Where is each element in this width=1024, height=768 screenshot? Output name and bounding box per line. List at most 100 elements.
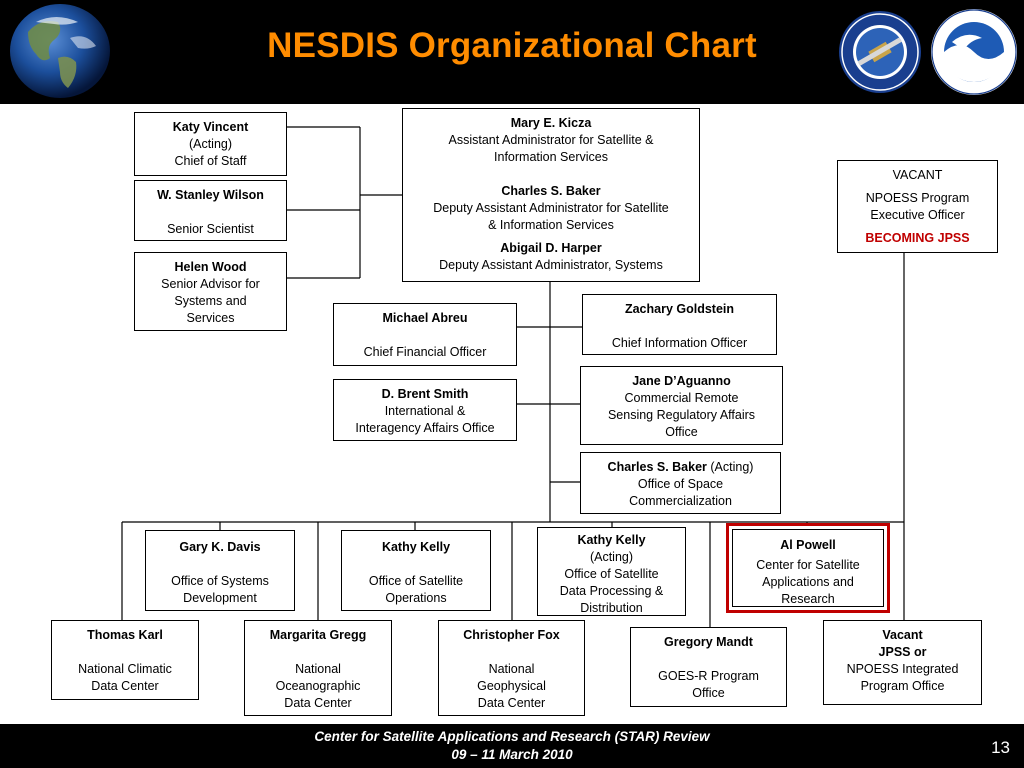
- position-title: Office: [692, 686, 725, 700]
- commercial-remote-sensing-box: Jane D’Aguanno Commercial Remote Sensing…: [580, 366, 783, 445]
- senior-scientist-box: W. Stanley Wilson Senior Scientist: [134, 180, 287, 241]
- noaa-nesdis-star-logo: [839, 11, 921, 93]
- deputy-name: Abigail D. Harper: [500, 241, 602, 255]
- footer-caption: Center for Satellite Applications and Re…: [0, 728, 1024, 764]
- jpss-program-office-box: Vacant JPSS or NPOESS Integrated Program…: [823, 620, 982, 705]
- earth-globe-icon: [10, 4, 110, 98]
- position-title: Research: [781, 592, 835, 606]
- deputy-name: Charles S. Baker: [501, 184, 601, 198]
- position-title: Applications and: [762, 575, 854, 589]
- position-title: Program Office: [860, 679, 945, 693]
- position-title: Distribution: [580, 601, 643, 615]
- person-name: Margarita Gregg: [269, 628, 367, 642]
- position-title: GOES-R Program: [658, 669, 759, 683]
- star-highlight-frame: [726, 523, 890, 613]
- program-name: JPSS or: [878, 645, 927, 659]
- position-title: Systems and: [174, 294, 247, 308]
- senior-advisor-box: Helen Wood Senior Advisor for Systems an…: [134, 252, 287, 331]
- chief-financial-officer-box: Michael Abreu Chief Financial Officer: [333, 303, 517, 366]
- international-affairs-box: D. Brent Smith International & Interagen…: [333, 379, 517, 441]
- position-title: Oceanographic: [275, 679, 361, 693]
- person-name: Christopher Fox: [463, 628, 560, 642]
- becoming-jpss-note: BECOMING JPSS: [865, 231, 970, 245]
- person-name: Katy Vincent: [172, 120, 249, 134]
- goes-r-program-office-box: Gregory Mandt GOES-R Program Office: [630, 627, 787, 707]
- chief-information-officer-box: Zachary Goldstein Chief Information Offi…: [582, 294, 777, 355]
- person-name: W. Stanley Wilson: [157, 188, 264, 202]
- position-title: Chief of Staff: [174, 154, 247, 168]
- position-title: Executive Officer: [870, 208, 965, 222]
- position-title: Senior Advisor for: [161, 277, 260, 291]
- position-title: Data Center: [284, 696, 352, 710]
- person-name: Kathy Kelly: [577, 533, 646, 547]
- position-title: Interagency Affairs Office: [355, 421, 495, 435]
- person-name: Zachary Goldstein: [624, 302, 735, 316]
- position-title: Data Center: [91, 679, 159, 693]
- position-title: National: [295, 662, 341, 676]
- slide-number: 13: [991, 738, 1010, 757]
- acting-label: (Acting): [706, 460, 754, 474]
- person-name: Gregory Mandt: [664, 635, 753, 649]
- deputy-title: Deputy Assistant Administrator, Systems: [439, 258, 663, 272]
- national-climatic-data-center-box: Thomas Karl National Climatic Data Cente…: [51, 620, 199, 700]
- person-name: Helen Wood: [174, 260, 247, 274]
- position-title: Office of Satellite: [564, 567, 659, 581]
- footer-bar: Center for Satellite Applications and Re…: [0, 724, 1024, 768]
- position-title: Sensing Regulatory Affairs: [607, 408, 756, 422]
- person-name-row: Charles S. Baker (Acting): [581, 459, 780, 476]
- position-title: Center for Satellite: [756, 558, 860, 572]
- systems-development-box: Gary K. Davis Office of Systems Developm…: [145, 530, 295, 611]
- person-name: D. Brent Smith: [381, 387, 469, 401]
- national-geophysical-data-center-box: Christopher Fox National Geophysical Dat…: [438, 620, 585, 716]
- position-title: Senior Scientist: [167, 222, 254, 236]
- person-name: Vacant: [882, 628, 923, 642]
- person-name: Al Powell: [780, 538, 836, 552]
- chief-of-staff-box: Katy Vincent (Acting) Chief of Staff: [134, 112, 287, 176]
- noaa-logo: [931, 9, 1017, 95]
- footer-event-date: 09 – 11 March 2010: [451, 747, 573, 762]
- person-name: VACANT: [892, 168, 943, 182]
- person-name: Thomas Karl: [87, 628, 163, 642]
- person-name: Gary K. Davis: [179, 540, 261, 554]
- footer-event-title: Center for Satellite Applications and Re…: [314, 729, 710, 744]
- position-title: Data Center: [477, 696, 546, 710]
- space-commercialization-box: Charles S. Baker (Acting) Office of Spac…: [580, 452, 781, 514]
- person-name: Kathy Kelly: [381, 540, 451, 554]
- satellite-data-processing-box: Kathy Kelly (Acting) Office of Satellite…: [537, 527, 686, 616]
- position-title: NPOESS Program: [865, 191, 970, 205]
- position-title: Assistant Administrator for Satellite &: [448, 133, 654, 147]
- position-title: Data Processing &: [559, 584, 664, 598]
- position-title: International &: [384, 404, 466, 418]
- position-title: (Acting): [589, 550, 634, 564]
- npoess-program-executive-box: VACANT NPOESS Program Executive Officer …: [837, 160, 998, 253]
- position-title: Office of Satellite: [368, 574, 464, 588]
- national-oceanographic-data-center-box: Margarita Gregg National Oceanographic D…: [244, 620, 392, 716]
- position-title: Chief Information Officer: [611, 336, 748, 350]
- position-title: Chief Financial Officer: [363, 345, 487, 359]
- position-title: Services: [186, 311, 235, 325]
- position-title: Information Services: [494, 150, 608, 164]
- page-title: NESDIS Organizational Chart: [267, 26, 757, 65]
- position-title: Development: [183, 591, 257, 605]
- satellite-operations-box: Kathy Kelly Office of Satellite Operatio…: [341, 530, 491, 611]
- position-title: Operations: [385, 591, 447, 605]
- position-title: Commercialization: [629, 494, 732, 508]
- person-name: Mary E. Kicza: [510, 116, 592, 130]
- position-title: Office of Systems: [171, 574, 269, 588]
- position-title: Office of Space: [637, 477, 724, 491]
- position-title: (Acting): [188, 137, 233, 151]
- position-title: Commercial Remote: [624, 391, 739, 405]
- position-title: NPOESS Integrated: [846, 662, 959, 676]
- position-title: National: [488, 662, 535, 676]
- deputy-title: & Information Services: [488, 218, 614, 232]
- star-center-box: Al Powell Center for Satellite Applicati…: [732, 529, 884, 607]
- header-bar: NESDIS Organizational Chart: [0, 0, 1024, 104]
- position-title: National Climatic: [78, 662, 172, 676]
- assistant-administrator-box: Mary E. Kicza Assistant Administrator fo…: [402, 108, 700, 282]
- person-name: Jane D’Aguanno: [632, 374, 731, 388]
- position-title: Office: [665, 425, 698, 439]
- person-name: Michael Abreu: [382, 311, 468, 325]
- deputy-title: Deputy Assistant Administrator for Satel…: [433, 201, 669, 215]
- position-title: Geophysical: [477, 679, 546, 693]
